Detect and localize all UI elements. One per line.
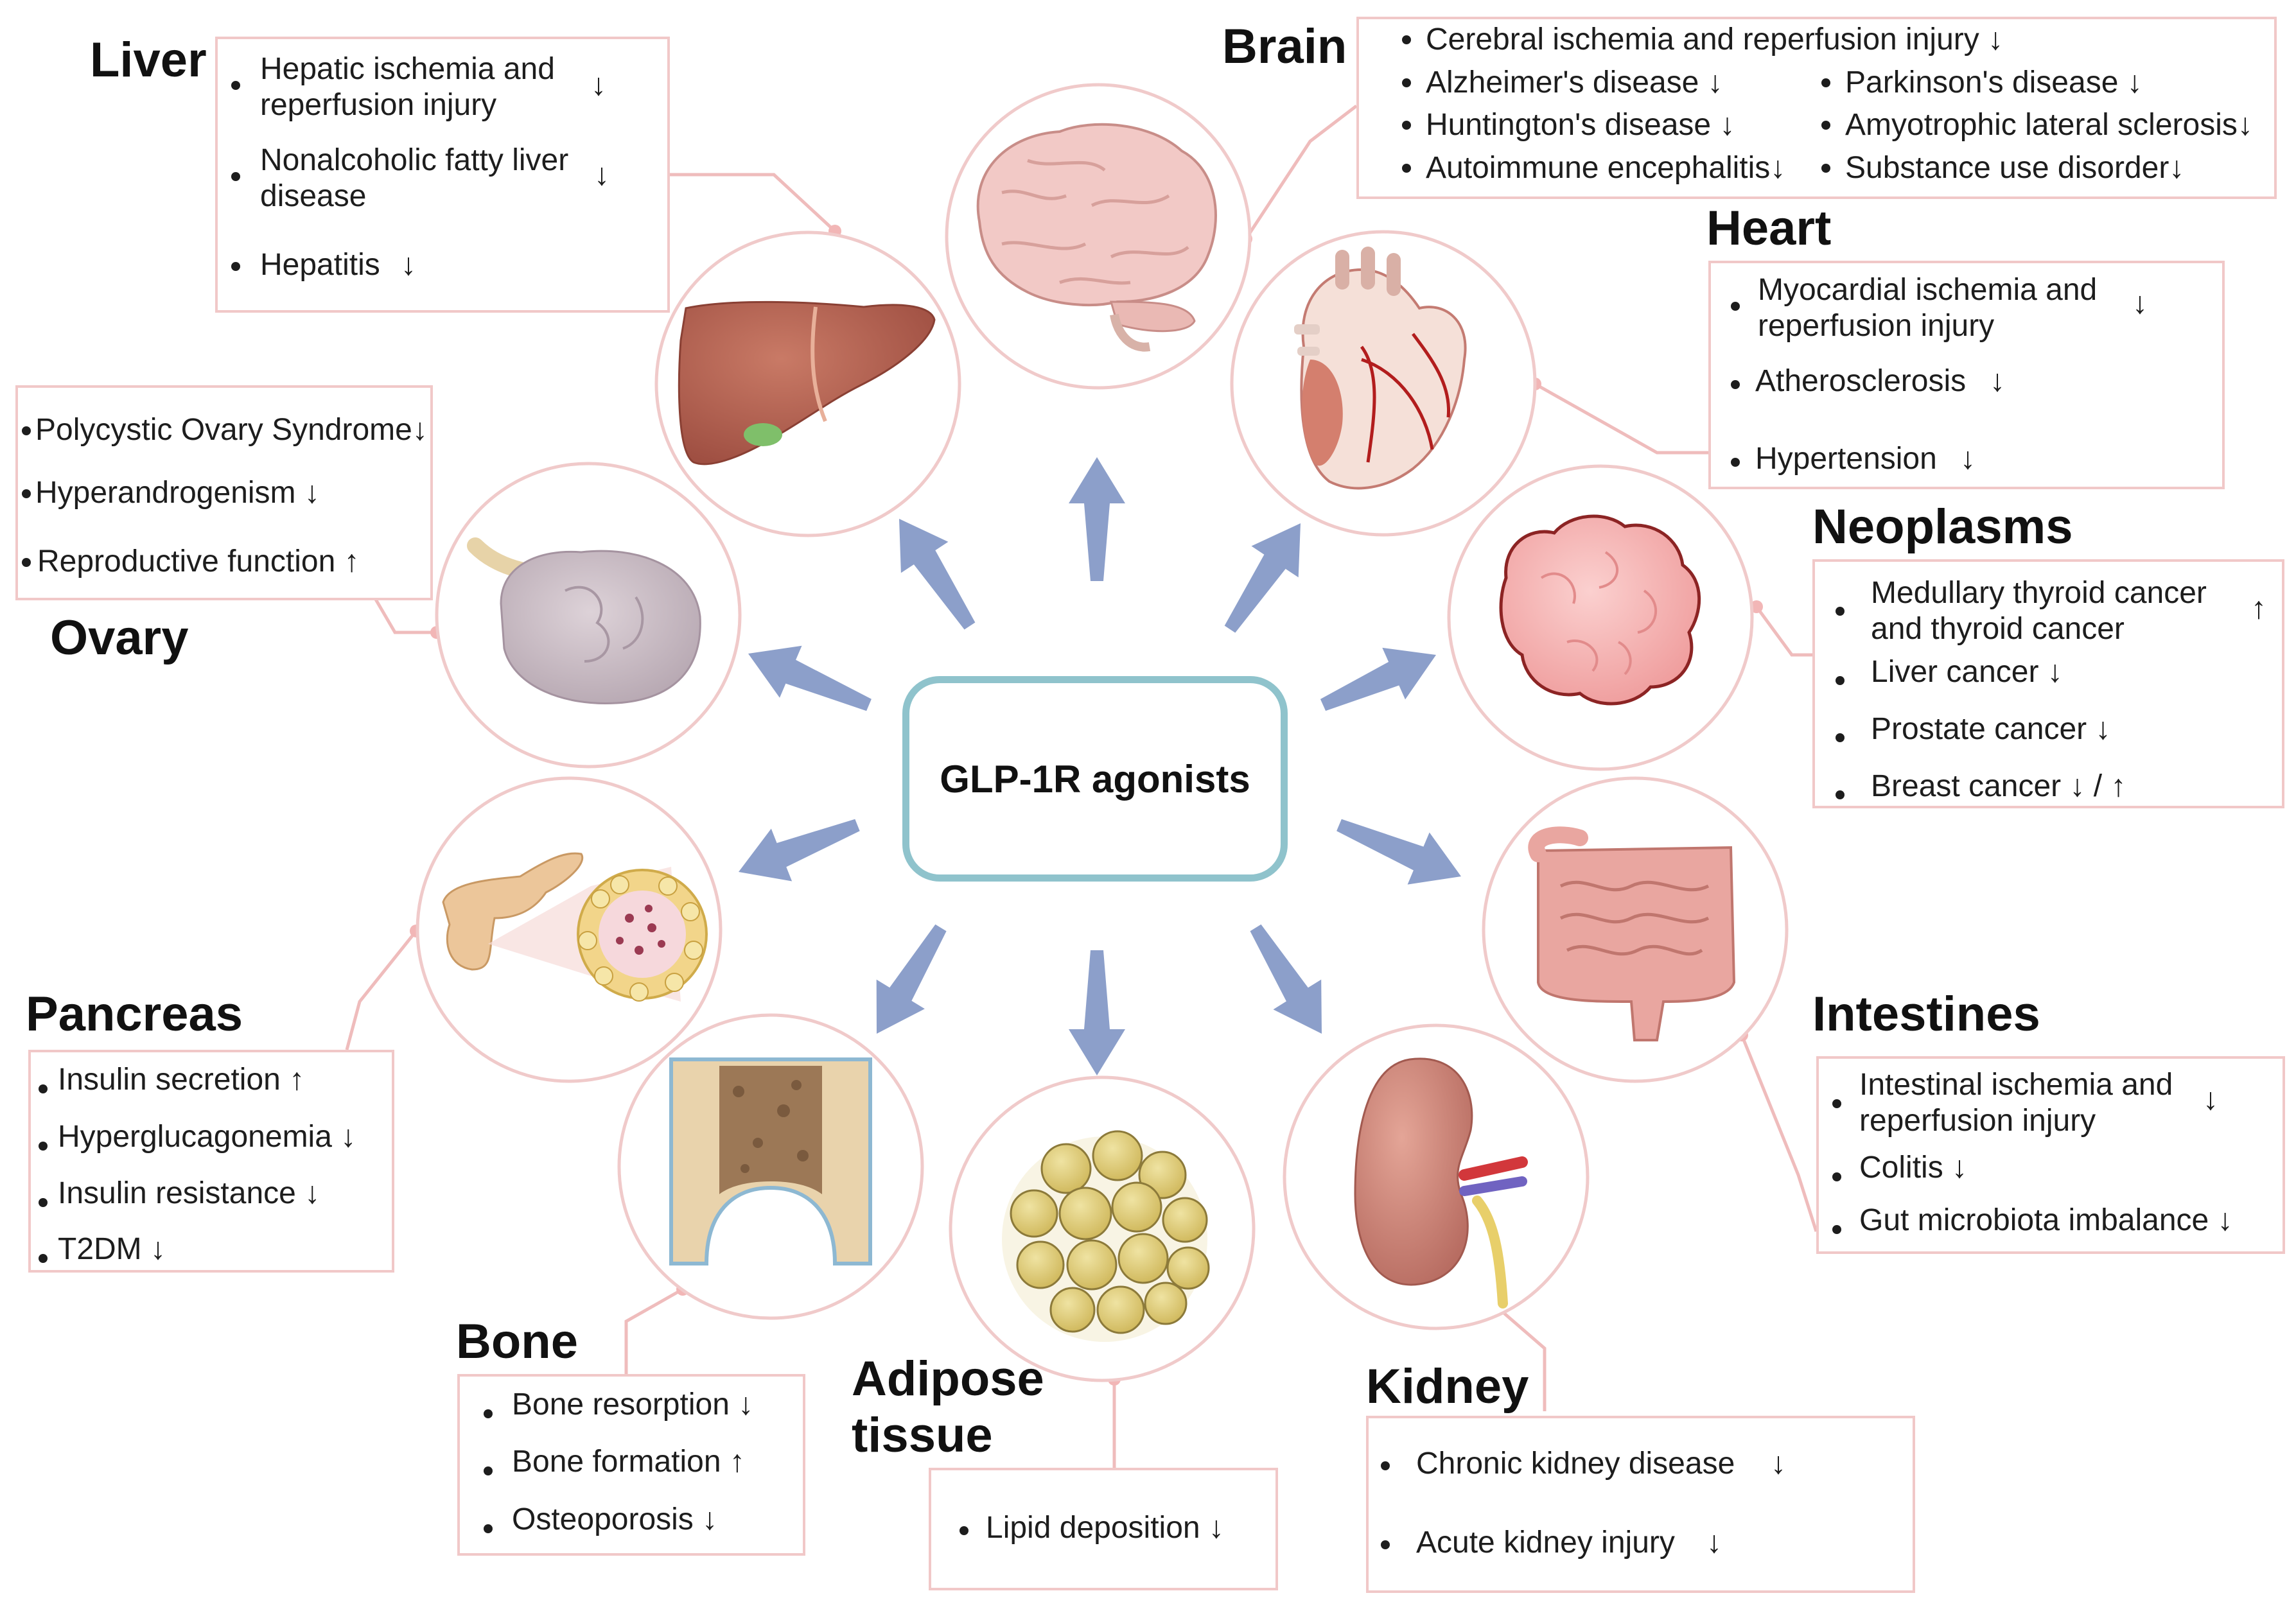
heart-title: Heart (1706, 201, 1832, 256)
arrow-to-bone (876, 924, 947, 1034)
kidney-box (1366, 1416, 1915, 1593)
ovary-connector (371, 593, 437, 634)
center-label: GLP-1R agonists (940, 757, 1250, 801)
arrows (739, 457, 1461, 1075)
pancreas-item-2: Hyperglucagonemia ↓ (58, 1120, 356, 1154)
neoplasms-title: Neoplasms (1812, 500, 2073, 554)
adipose-item-1: Lipid deposition ↓ (986, 1511, 1224, 1545)
arrow-to-heart (1224, 523, 1301, 633)
neoplasms-item-2: Liver cancer ↓ (1871, 655, 2063, 689)
brain-connector (1244, 105, 1358, 240)
pancreas-item-3: Insulin resistance ↓ (58, 1176, 320, 1210)
neoplasms-item-1: Medullary thyroid cancer and thyroid can… (1871, 576, 2207, 646)
arrow-to-adipose (1069, 950, 1125, 1075)
heart-item-1: Myocardial ischemia and reperfusion inju… (1758, 273, 2098, 343)
pancreas-connector (345, 930, 417, 1050)
kidney-arrow-2: ↓ (1706, 1526, 1722, 1560)
kidney-title: Kidney (1366, 1359, 1529, 1414)
neoplasms-item-4: Breast cancer ↓ / ↑ (1871, 769, 2126, 803)
liver-connector (668, 173, 836, 232)
bone-title: Bone (456, 1314, 578, 1369)
heart-arrow-3: ↓ (1960, 442, 1976, 476)
ovary-item-3: Reproductive function ↑ (37, 544, 360, 578)
bone-item-3: Osteoporosis ↓ (512, 1502, 718, 1536)
arrow-to-pancreas (739, 819, 860, 882)
bone-item-1: Bone resorption ↓ (512, 1387, 754, 1422)
pancreas-title: Pancreas (26, 987, 243, 1041)
bone-illustration (669, 1057, 872, 1265)
brain-illustration (976, 123, 1217, 352)
brain-title: Brain (1222, 19, 1347, 74)
intestines-arrow-1: ↓ (2203, 1083, 2218, 1117)
kidney-item-1: Chronic kidney disease (1416, 1447, 1735, 1481)
brain-item-1: Cerebral ischemia and reperfusion injury… (1426, 22, 2004, 57)
heart-illustration (1294, 247, 1467, 490)
bone-box (457, 1374, 805, 1556)
intestines-connector (1740, 1034, 1818, 1232)
ovary-item-2: Hyperandrogenism ↓ (35, 476, 320, 510)
intestines-title: Intestines (1812, 987, 2040, 1041)
adipose-title: Adipose tissue (852, 1352, 1044, 1463)
center-box (902, 676, 1288, 882)
liver-illustration (678, 300, 936, 465)
kidney-item-2: Acute kidney injury (1416, 1526, 1675, 1560)
ovary-box (15, 385, 433, 600)
brain-item-2: Alzheimer's disease ↓ (1426, 65, 1723, 100)
brain-item-4: Huntington's disease ↓ (1426, 108, 1735, 142)
neoplasms-box (1812, 559, 2284, 808)
bone-item-2: Bone formation ↑ (512, 1445, 745, 1479)
intestines-item-1: Intestinal ischemia and reperfusion inju… (1859, 1068, 2173, 1138)
liver-item-1: Hepatic ischemia and reperfusion injury (260, 52, 555, 122)
pancreas-item-1: Insulin secretion ↑ (58, 1063, 305, 1097)
heart-item-2: Atherosclerosis (1755, 364, 1967, 398)
adipose-illustration (1002, 1130, 1210, 1342)
liver-item-2: Nonalcoholic fatty liver disease (260, 143, 569, 213)
intestines-illustration (1528, 826, 1736, 1041)
liver-box (215, 37, 670, 313)
neoplasms-item-3: Prostate cancer ↓ (1871, 712, 2111, 746)
ovary-item-1: Polycystic Ovary Syndrome↓ (35, 413, 428, 447)
liver-title: Liver (90, 33, 207, 87)
brain-item-6: Autoimmune encephalitis↓ (1426, 151, 1786, 185)
intestines-item-3: Gut microbiota imbalance ↓ (1859, 1203, 2233, 1237)
pancreas-illustration (442, 852, 708, 1002)
tumor-illustration (1499, 514, 1701, 706)
arrow-to-liver (899, 519, 976, 630)
arrow-to-kidney (1250, 924, 1322, 1034)
liver-arrow-1: ↓ (591, 68, 606, 102)
intestines-item-2: Colitis ↓ (1859, 1151, 1968, 1185)
brain-item-7: Substance use disorder↓ (1845, 151, 2185, 185)
adipose-box (929, 1468, 1278, 1590)
neoplasms-arrow-1: ↑ (2251, 591, 2266, 625)
kidney-connector (1495, 1305, 1547, 1411)
ovary-illustration (467, 537, 701, 705)
heart-box (1708, 261, 2225, 489)
brain-item-5: Amyotrophic lateral sclerosis↓ (1845, 108, 2253, 142)
ovary-title: Ovary (50, 611, 189, 665)
bone-connector (624, 1287, 684, 1374)
pancreas-box (28, 1050, 394, 1273)
brain-item-3: Parkinson's disease ↓ (1845, 65, 2143, 100)
brain-box (1356, 17, 2277, 199)
liver-item-3: Hepatitis (260, 248, 380, 282)
liver-arrow-2: ↓ (594, 158, 609, 192)
heart-item-3: Hypertension (1755, 442, 1937, 476)
heart-arrow-1: ↓ (2132, 286, 2148, 320)
heart-arrow-2: ↓ (1990, 364, 2005, 398)
arrow-to-brain (1069, 457, 1125, 581)
kidney-illustration (1354, 1057, 1528, 1309)
pancreas-item-4: T2DM ↓ (58, 1232, 166, 1266)
heart-connector (1534, 382, 1708, 455)
intestines-box (1816, 1056, 2285, 1254)
neoplasms-connector (1755, 605, 1812, 657)
kidney-arrow-1: ↓ (1771, 1447, 1786, 1481)
arrow-to-neoplasms (1320, 647, 1436, 711)
liver-arrow-3: ↓ (401, 248, 416, 282)
arrow-to-intestines (1336, 819, 1461, 885)
arrow-to-ovary (748, 645, 872, 711)
